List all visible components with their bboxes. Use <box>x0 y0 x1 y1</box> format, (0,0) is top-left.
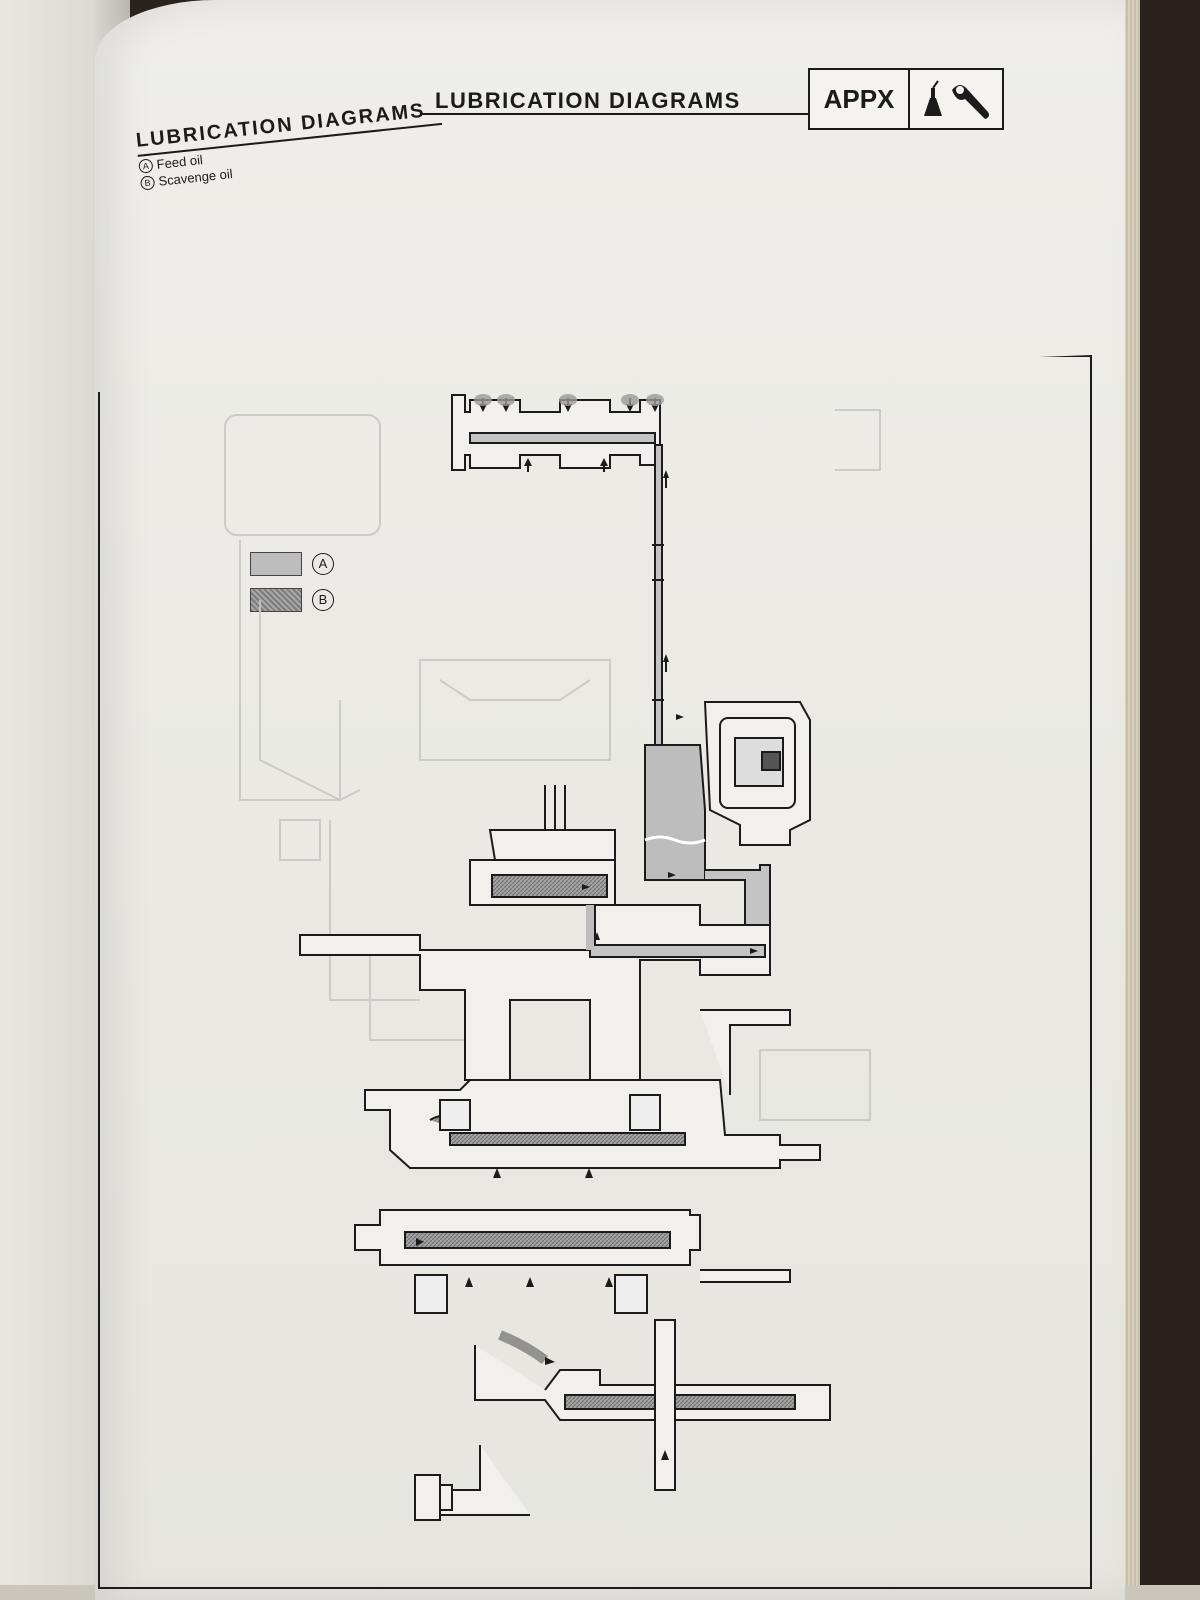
oil-filter-housing <box>703 701 811 846</box>
key-letter-b: B <box>312 589 334 611</box>
transmission-upper-shaft <box>364 1079 821 1169</box>
lower-shaft-oil-drops <box>416 1238 613 1287</box>
transmission-lower-shaft <box>354 1009 791 1314</box>
crankshaft-assembly <box>299 785 771 1081</box>
oil-reservoir <box>644 744 706 881</box>
key-feed-oil: A <box>250 552 334 576</box>
key-swatch-feed-oil <box>250 552 302 576</box>
appx-label: APPX <box>810 70 910 128</box>
crank-flow-arrows <box>582 714 758 954</box>
oil-delivery-pipe <box>652 444 664 746</box>
upper-shaft-oil-drops <box>493 1168 593 1178</box>
engine-ghost-outline <box>224 409 881 1121</box>
output-shaft <box>474 1319 831 1491</box>
output-shaft-flow-arrows <box>545 1357 669 1460</box>
drain-plug <box>414 1445 530 1521</box>
flow-arrows-up <box>663 470 669 672</box>
oil-spray-marks <box>474 394 664 406</box>
key-swatch-scavenge-oil <box>250 588 302 612</box>
key-scavenge-oil: B <box>250 588 334 612</box>
appx-tab: APPX <box>808 68 1004 130</box>
key-letter-a: A <box>312 553 334 575</box>
oil-can-and-wrench-icon <box>910 70 1002 128</box>
page-header-title: LUBRICATION DIAGRAMS <box>435 88 741 113</box>
header-rule <box>420 113 810 115</box>
